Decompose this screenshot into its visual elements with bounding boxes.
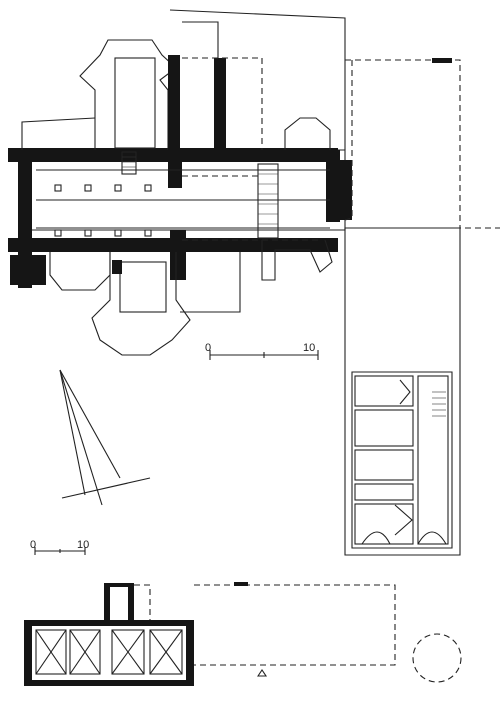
corridor [417,375,449,545]
cross-wall-2 [170,230,186,280]
scale-upper-zero: 0 [205,342,211,354]
north-chapel-wall [168,55,180,150]
room-3 [354,449,414,481]
nave-piers [54,184,152,237]
vault-south-wall [24,680,194,686]
vault-enclosure-mark [234,582,248,586]
tower-north-wall [104,583,134,587]
south-chapel-inner [119,261,167,313]
scale-bar-lower: 0 10 [30,539,89,555]
triangle-marker [256,669,268,677]
south-porch [49,252,111,291]
scale-upper-ten: 10 [303,342,315,354]
room-5 [354,503,414,545]
north-annex [284,117,331,150]
east-range-inner [351,371,453,549]
vault-east-wall [186,620,194,686]
south-chapel [91,252,191,356]
vault-arc-1 [361,531,391,545]
vault-ribs [35,629,183,675]
north-chapel-inner [114,57,156,149]
north-aisle-inner [182,21,219,60]
door-swing-2 [399,379,411,405]
north-west-enclosure [21,117,96,150]
tower-east-wall [128,585,134,625]
tower-stair [121,151,137,175]
door-swing [394,504,413,536]
east-range-plan [344,227,461,556]
north-aisle-pier [214,58,226,148]
west-wall [18,148,32,288]
cross-wall-1 [168,148,182,188]
south-extension [180,252,241,313]
east-wall-mark [432,58,452,63]
south-east-annex [261,239,333,281]
room-2 [354,409,414,447]
east-pier [340,160,352,220]
nave-stair [257,163,279,239]
scale-bar-upper: 0 10 [205,342,319,360]
lower-vault-plan [24,582,462,686]
north-chapel [79,39,177,150]
tower-west-wall [104,585,110,625]
south-chapel-pier [112,260,122,274]
east-end-wall [326,150,340,222]
dashed-circle-feature [412,633,462,683]
vault-west-wall [24,620,32,686]
vault-arc-2 [417,531,447,545]
scale-lower-zero: 0 [30,539,36,551]
north-arrow [59,369,151,506]
north-aisle-block [169,9,346,150]
tower-dashed [134,584,151,620]
room-1 [354,375,414,407]
east-range-stair [432,391,446,417]
east-range-outline [344,227,461,556]
vault-dashed-enclosure [194,584,396,666]
east-dashed-wall [344,60,353,221]
east-dashed-enclosure [345,59,461,228]
church-main-plan [8,9,500,356]
scale-lower-ten: 10 [77,539,89,551]
north-aisle-dashed [182,57,263,150]
room-4 [354,483,414,501]
west-wall-buttress [10,255,46,285]
